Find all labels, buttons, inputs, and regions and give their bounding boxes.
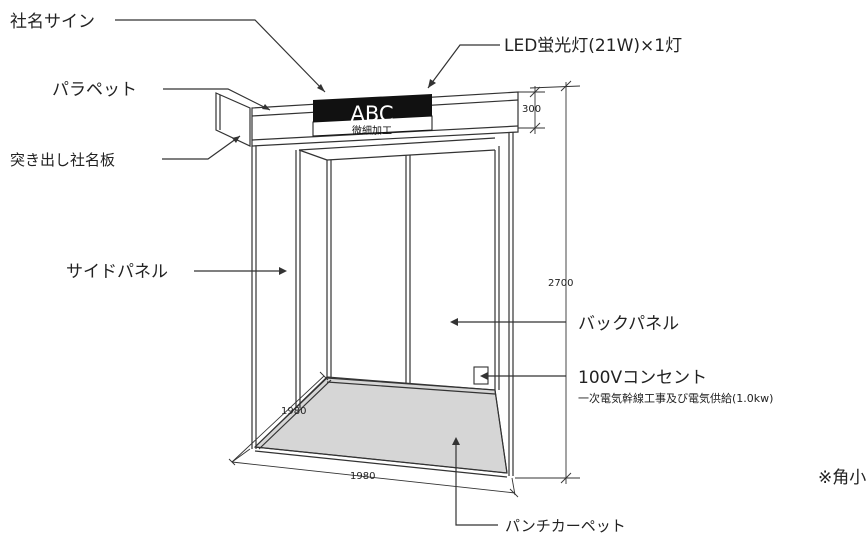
label-carpet: パンチカーペット [505, 517, 626, 535]
company-sign: ABC 微細加工 [312, 94, 433, 137]
floor-carpet [253, 376, 508, 474]
dim-depth: 1980 [281, 406, 306, 417]
leader-parapet [163, 88, 271, 111]
label-company-sign: 社名サイン [10, 12, 95, 32]
label-side-panel: サイドパネル [66, 262, 168, 282]
leader-protruding-sign [162, 135, 241, 160]
leader-carpet [455, 443, 498, 526]
dimension-lines [228, 80, 581, 498]
protruding-sign-board [215, 92, 251, 147]
label-outlet-note: 一次電気幹線工事及び電気供給(1.0kw) [578, 391, 773, 405]
label-corner-note: ※角小 [818, 468, 866, 488]
dim-total-height: 2700 [548, 278, 573, 289]
label-led-light: LED蛍光灯(21W)×1灯 [504, 36, 682, 56]
label-back-panel: バックパネル [578, 314, 679, 334]
label-outlet: 100Vコンセント [578, 368, 707, 388]
leader-company-sign [115, 19, 326, 93]
dim-parapet-height: 300 [522, 104, 541, 115]
booth-frame [251, 132, 514, 478]
sign-subtext: 微細加工 [352, 124, 392, 137]
leader-led-light [427, 44, 500, 89]
sign-text: ABC [350, 102, 393, 126]
label-parapet: パラペット [52, 80, 137, 100]
label-protruding-sign: 突き出し社名板 [10, 151, 115, 169]
dim-width: 1980 [350, 471, 375, 482]
